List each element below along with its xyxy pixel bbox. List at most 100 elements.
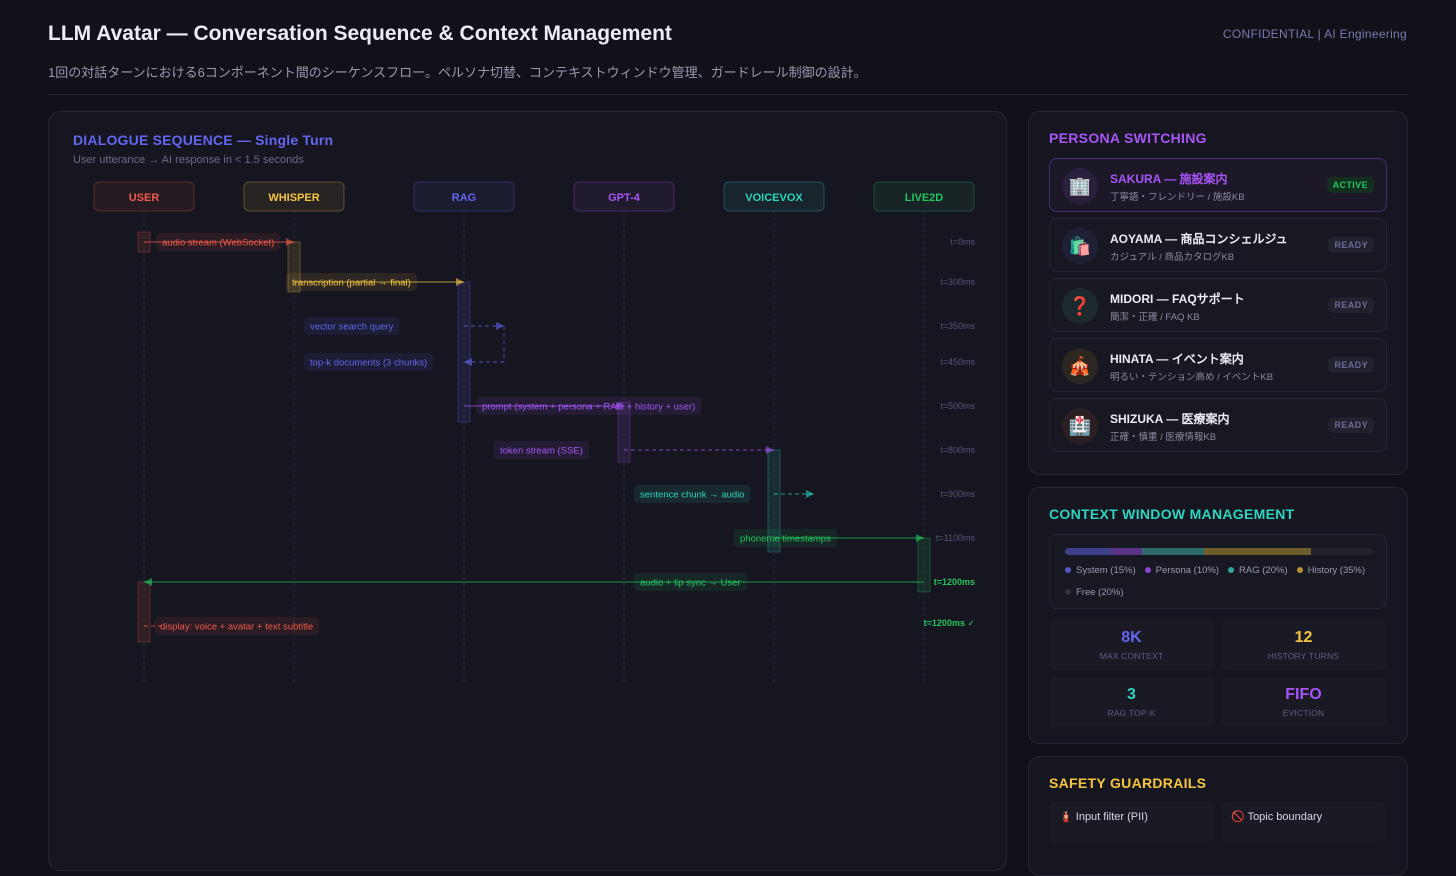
participant-label: WHISPER xyxy=(268,192,319,204)
legend-dot-icon xyxy=(1296,567,1303,573)
status-badge: READY xyxy=(1328,357,1374,373)
persona-avatar-icon: 🛍️ xyxy=(1062,228,1098,264)
persona-title: PERSONA SWITCHING xyxy=(1049,130,1207,146)
participant-box xyxy=(723,181,825,212)
participant-box xyxy=(93,181,195,212)
sequence-subtitle: User utterance → AI response in < 1.5 se… xyxy=(73,154,304,166)
guardrail-icon: 🚫 xyxy=(1231,811,1245,823)
participant-label: RAG xyxy=(452,192,476,204)
legend-item: Free (20%) xyxy=(1065,585,1124,599)
status-badge: READY xyxy=(1328,297,1374,313)
persona-description: 丁寧語・フレンドリー / 施設KB xyxy=(1110,192,1245,203)
context-title: CONTEXT WINDOW MANAGEMENT xyxy=(1049,506,1295,522)
page-subtitle: 1回の対話ターンにおける6コンポーネント間のシーケンスフロー。ペルソナ切替、コン… xyxy=(48,65,867,80)
arrowhead-icon xyxy=(286,238,294,246)
message-label-bg xyxy=(634,573,747,591)
legend-dot-icon xyxy=(1144,567,1151,573)
timestamp-label: t=800ms xyxy=(940,445,975,455)
confidential-label: CONFIDENTIAL | AI Engineering xyxy=(1222,27,1407,41)
guardrails-title: SAFETY GUARDRAILS xyxy=(1049,775,1207,791)
message-label: token stream (SSE) xyxy=(500,446,583,457)
persona-card[interactable]: 🛍️ AOYAMA — 商品コンシェルジュ カジュアル / 商品カタログKB R… xyxy=(1049,218,1387,272)
context-legend: System (15%) Persona (10%) RAG (20%) Histor… xyxy=(1065,563,1375,599)
legend-item: RAG (20%) xyxy=(1228,563,1288,577)
activation-bar xyxy=(457,281,471,423)
message-label-bg xyxy=(286,273,417,291)
persona-card[interactable]: 🏥 SHIZUKA — 医療案内 正確・慎重 / 医療情報KB READY xyxy=(1049,398,1387,452)
stat-value: FIFO xyxy=(1285,686,1322,703)
arrowhead-icon xyxy=(496,322,504,330)
stat-label: RAG TOP-K xyxy=(1107,708,1156,718)
message-label: display: voice + avatar + text subtitle xyxy=(160,622,313,633)
legend-dot-icon xyxy=(1065,567,1071,573)
guardrail-item: 🚫 Topic boundary xyxy=(1221,802,1386,842)
stat-label: EVICTION xyxy=(1282,708,1325,718)
arrowhead-icon xyxy=(144,578,152,586)
timestamp-label: t=1100ms xyxy=(936,533,976,543)
message-label: sentence chunk → audio xyxy=(640,490,745,501)
message-label: phoneme timestamps xyxy=(740,534,831,545)
stat-card: FIFO EVICTION xyxy=(1221,677,1386,727)
legend-dot-icon xyxy=(1228,567,1235,573)
context-segment xyxy=(1065,548,1112,555)
timestamp-label: t=900ms xyxy=(940,489,975,499)
legend-label: System (15%) xyxy=(1076,564,1136,576)
guardrail-label: Topic boundary xyxy=(1247,811,1323,823)
message-label-bg xyxy=(156,233,281,251)
legend-item: History (35%) xyxy=(1296,563,1365,577)
persona-description: 簡潔・正確 / FAQ KB xyxy=(1110,312,1200,323)
persona-panel: PERSONA SWITCHING 🏢 SAKURA — 施設案内 丁寧語・フレ… xyxy=(1028,111,1408,475)
timestamp-label: t=1200ms xyxy=(934,577,975,587)
activation-bar xyxy=(617,401,631,463)
legend-item: Persona (10%) xyxy=(1144,563,1220,577)
participant-label: USER xyxy=(129,192,160,204)
timestamp-label: t=500ms xyxy=(940,401,975,411)
status-badge: ACTIVE xyxy=(1326,177,1374,193)
message-label-bg xyxy=(304,317,400,335)
guardrail-label: Input filter (PII) xyxy=(1075,811,1148,823)
participant-box xyxy=(873,181,975,212)
persona-avatar-icon: 🏢 xyxy=(1062,168,1098,204)
participant-box xyxy=(243,181,345,212)
activation-bar xyxy=(917,537,931,593)
legend-label: Free (20%) xyxy=(1076,586,1124,598)
message-label-bg xyxy=(304,353,434,371)
persona-name: HINATA — イベント案内 xyxy=(1110,352,1244,366)
context-usage-box: System (15%) Persona (10%) RAG (20%) Histor… xyxy=(1049,534,1387,609)
persona-name: AOYAMA — 商品コンシェルジュ xyxy=(1110,232,1288,246)
persona-card[interactable]: 🎪 HINATA — イベント案内 明るい・テンション高め / イベントKB R… xyxy=(1049,338,1387,392)
persona-card[interactable]: ❓ MIDORI — FAQサポート 簡潔・正確 / FAQ KB READY xyxy=(1049,278,1387,332)
arrowhead-icon xyxy=(456,278,464,286)
page-title: LLM Avatar — Conversation Sequence & Con… xyxy=(48,22,672,45)
guardrail-icon: 🧯 xyxy=(1059,811,1073,823)
participant-label: GPT-4 xyxy=(608,192,641,204)
context-usage-bar xyxy=(1065,548,1373,555)
message-label-bg xyxy=(734,529,837,547)
sequence-title: DIALOGUE SEQUENCE — Single Turn xyxy=(73,132,334,148)
context-segment xyxy=(1203,548,1312,555)
persona-name: SAKURA — 施設案内 xyxy=(1110,172,1228,186)
message-label-bg xyxy=(494,441,589,459)
timestamp-label: t=350ms xyxy=(940,321,975,331)
context-segment xyxy=(1111,548,1142,555)
arrowhead-icon xyxy=(616,402,624,410)
legend-label: Persona (10%) xyxy=(1155,564,1220,576)
arrowhead-icon xyxy=(916,534,924,542)
arrowhead-icon xyxy=(464,358,472,366)
persona-description: 正確・慎重 / 医療情報KB xyxy=(1110,432,1217,443)
activation-bar xyxy=(137,581,151,643)
persona-description: 明るい・テンション高め / イベントKB xyxy=(1110,372,1274,383)
participant-box xyxy=(413,181,515,212)
persona-card[interactable]: 🏢 SAKURA — 施設案内 丁寧語・フレンドリー / 施設KB ACTIVE xyxy=(1049,158,1387,212)
participant-box xyxy=(573,181,675,212)
context-segment xyxy=(1141,548,1204,555)
timestamp-label: t=1200ms ✓ xyxy=(924,618,975,628)
legend-item: System (15%) xyxy=(1065,563,1136,577)
message-label: audio + lip sync → User xyxy=(640,578,741,589)
stat-value: 8K xyxy=(1121,629,1142,646)
guardrails-panel: SAFETY GUARDRAILS 🧯 Input filter (PII) 🚫 … xyxy=(1028,756,1408,876)
legend-label: RAG (20%) xyxy=(1239,564,1288,576)
